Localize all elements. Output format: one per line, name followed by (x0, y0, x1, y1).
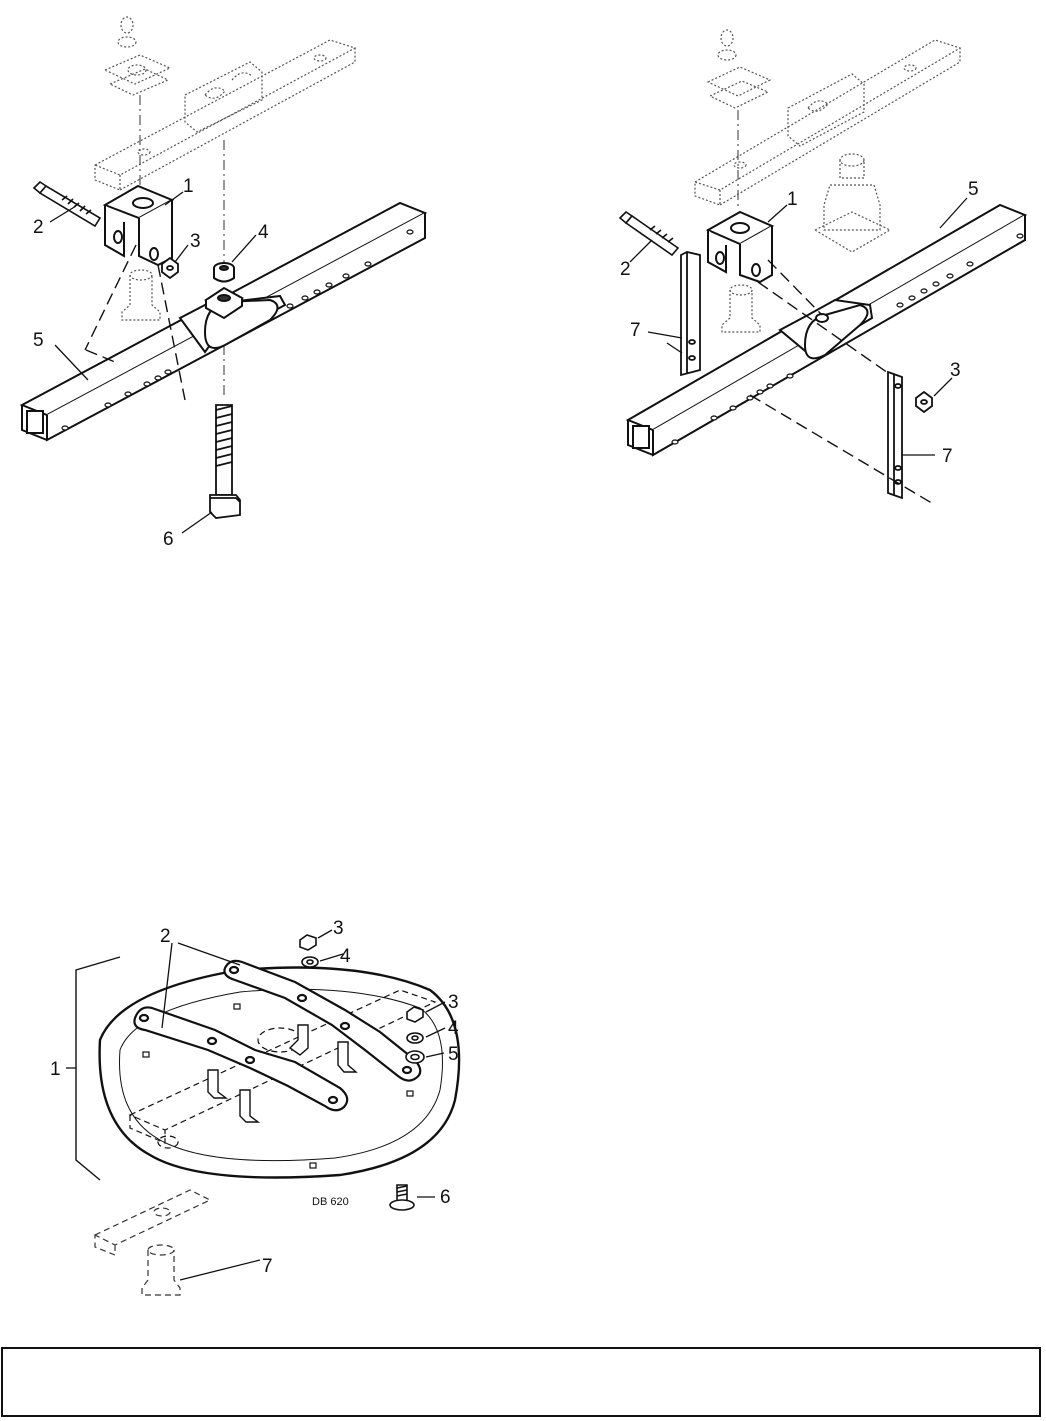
washer-part-4-top (302, 957, 318, 967)
callout-label: 2 (33, 217, 44, 238)
callout-label: 3 (448, 992, 459, 1013)
callout-label: 5 (33, 330, 44, 351)
exploded-view-upper-left: 1 2 3 4 5 6 (0, 0, 520, 560)
diagram-b-drawing: 1 2 3 5 7 7 (590, 0, 1046, 560)
washer-part-5-side (406, 1051, 424, 1063)
nut-part-3-top (300, 935, 316, 950)
callout-label: 6 (163, 529, 174, 550)
diagram-a-drawing: 1 2 3 4 5 6 (0, 0, 520, 560)
ghost-washer-stack (105, 17, 170, 95)
washer-part-4-side (407, 1033, 423, 1043)
exploded-view-lower-plate: 1 2 3 4 3 4 5 6 7 DB 620 (40, 910, 500, 1310)
ghost-jack-post (815, 154, 890, 252)
ghost-mounting-bar (695, 40, 960, 205)
callout-label: 3 (333, 918, 344, 939)
callout-label: 4 (340, 946, 351, 967)
bolt-part-6 (390, 1185, 414, 1210)
carriage-bolt-part-6 (210, 405, 240, 518)
callout-label: 6 (440, 1187, 451, 1208)
ghost-washer-stack (708, 30, 770, 108)
strap-part-7-left (681, 252, 700, 375)
ghost-base-plate (95, 1190, 210, 1295)
ghost-stud (722, 285, 760, 332)
diagram-c-drawing: 1 2 3 4 3 4 5 6 7 DB 620 (40, 910, 500, 1310)
callout-label: 5 (968, 179, 979, 200)
callout-label: 7 (942, 446, 953, 467)
callout-label: 3 (950, 360, 961, 381)
callout-label: 7 (630, 320, 641, 341)
footer-box (1, 1347, 1041, 1417)
callout-label: 5 (448, 1044, 459, 1065)
callout-label: 1 (183, 176, 194, 197)
callout-label: 7 (262, 1256, 273, 1277)
callout-label: 1 (50, 1059, 61, 1080)
ghost-mounting-bar (95, 40, 355, 190)
exploded-view-upper-right: 1 2 3 5 7 7 (590, 0, 1046, 560)
bolt-part-2 (620, 212, 678, 255)
bolt-part-2 (34, 182, 100, 226)
callout-label: 4 (448, 1018, 459, 1039)
ghost-stud (122, 270, 160, 320)
bracket-part-1 (708, 212, 772, 282)
washer-part-4 (214, 263, 234, 282)
bracket-part-1 (105, 186, 172, 265)
callout-label: 2 (160, 926, 171, 947)
callout-label: 4 (258, 222, 269, 243)
callout-label: 2 (620, 259, 631, 280)
figure-code: DB 620 (312, 1196, 349, 1208)
ghost-clamp (788, 74, 864, 146)
nut-part-3 (916, 392, 932, 412)
callout-label: 3 (190, 231, 201, 252)
callout-label: 1 (787, 189, 798, 210)
